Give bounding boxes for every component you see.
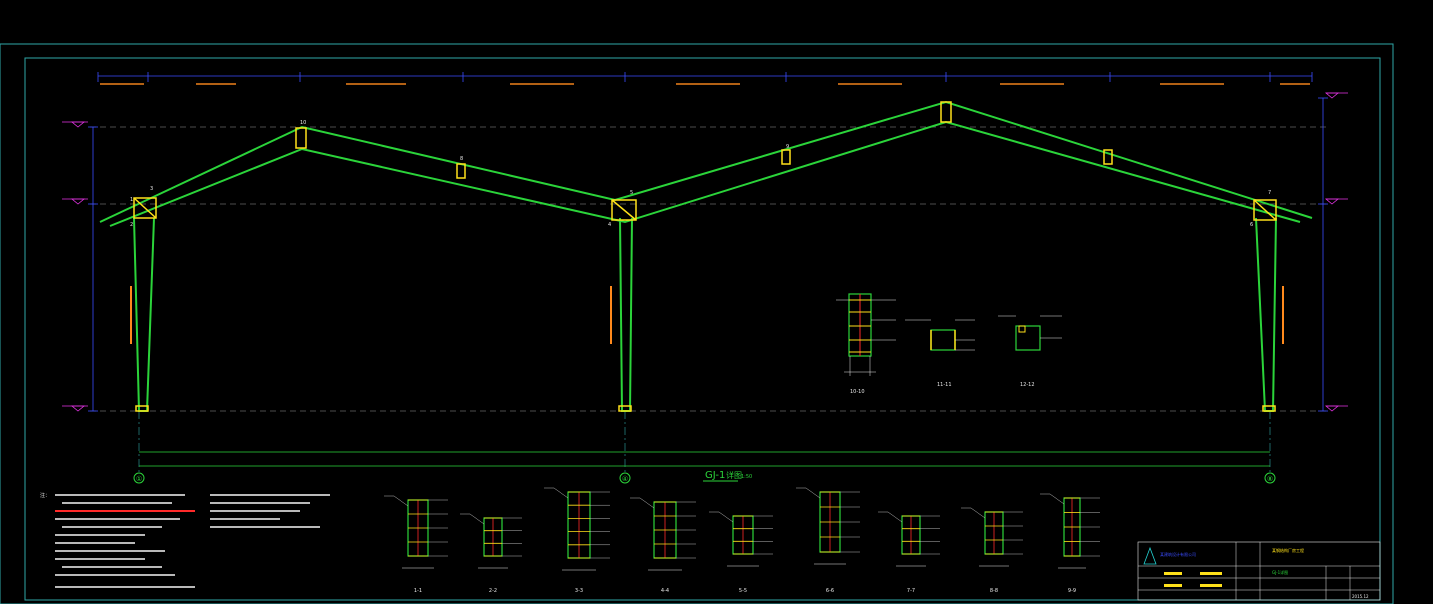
node-label: 3 (150, 186, 153, 192)
node-label: 5 (630, 190, 633, 196)
axis-label-8: ⑧ (1267, 475, 1273, 483)
section-label: 7-7 (907, 588, 915, 594)
node-right-knee (1253, 199, 1277, 221)
axis-bubble-8 (1264, 472, 1276, 484)
section-label: 3-3 (575, 588, 583, 594)
portal-frame (99, 100, 1313, 412)
axis-label-4: ④ (622, 475, 628, 483)
section-label: 4-4 (661, 588, 669, 594)
right-column (1255, 217, 1277, 412)
section-detail-8: 8-8 (961, 507, 1023, 594)
node-ridge-1 (295, 127, 307, 149)
node-middle-knee (611, 199, 637, 221)
section-label: 9-9 (1068, 588, 1076, 594)
left-column (133, 217, 155, 412)
section-detail-4: 4-4 (630, 497, 696, 594)
node-label: 1 (130, 197, 133, 203)
section-detail-7: 7-7 (878, 511, 940, 594)
middle-column (619, 217, 633, 412)
node-splice-1 (456, 163, 466, 179)
drawing-title-suffix: 详图 (726, 470, 742, 480)
node-ridge-2 (940, 101, 952, 123)
elevation-markers (62, 92, 1348, 412)
column-member-label-left (130, 286, 132, 344)
column-member-label-right (1282, 286, 1284, 344)
title-block: 某建筑设计有限公司 某钢结构厂房工程 GJ-1详图 2015.12 (1137, 541, 1381, 601)
node-splice-2 (781, 149, 791, 165)
outer-border (0, 43, 1394, 604)
connection-nodes (133, 101, 1277, 412)
drawing-scale: 1:50 (741, 474, 752, 480)
axis-bubbles (133, 472, 1276, 484)
node-label: 10 (300, 120, 306, 126)
section-label: 1-1 (414, 588, 422, 594)
inner-border (24, 57, 1381, 601)
project-name: 某钢结构厂房工程 (1272, 547, 1304, 553)
section-detail-3: 3-3 (544, 487, 610, 594)
section-detail-1: 1-1 (384, 495, 448, 594)
node-label: 6 (1250, 222, 1253, 228)
detail-10-10: 10-10 (836, 293, 896, 395)
elevation-reference-lines (90, 126, 1330, 412)
section-detail-2: 2-2 (460, 513, 522, 594)
section-detail-6: 6-6 (796, 487, 860, 594)
section-detail-9: 9-9 (1040, 493, 1100, 594)
axis-bubble-4 (619, 472, 631, 484)
node-left-knee (133, 197, 157, 219)
section-detail-5: 5-5 (709, 511, 773, 594)
axis-bubble-1 (133, 472, 145, 484)
axis-lines (138, 411, 1271, 472)
node-label: 7 (1268, 190, 1271, 196)
drawing-name: GJ-1详图 (1272, 569, 1288, 575)
node-splice-3 (1103, 149, 1113, 165)
section-label: 8-8 (990, 588, 998, 594)
section-label: 5-5 (739, 588, 747, 594)
node-label: 4 (608, 222, 611, 228)
section-label: 2-2 (489, 588, 497, 594)
company-name: 某建筑设计有限公司 (1160, 551, 1196, 557)
detail-12-12: 12-12 (998, 315, 1062, 388)
top-dimension-chain (97, 72, 1313, 85)
section-details: 1-1 2-2 3-3 4-4 5-5 6-6 7-7 8-8 9-9 (384, 487, 1100, 594)
detail-label-10-10: 10-10 (850, 389, 865, 395)
column-member-label-middle (610, 286, 612, 344)
node-label: 8 (460, 156, 463, 162)
detail-label-12-12: 12-12 (1020, 382, 1035, 388)
bottom-dimension-chain (139, 451, 1270, 467)
detail-label-11-11: 11-11 (937, 382, 952, 388)
company-logo-icon (1143, 546, 1157, 565)
side-dimensions (88, 97, 1328, 412)
detail-11-11: 11-11 (905, 319, 975, 388)
drawing-date: 2015.12 (1352, 594, 1369, 599)
notes-block: 注： (40, 492, 330, 588)
node-label: 2 (130, 222, 133, 228)
rafter-bottom-chord (109, 120, 1301, 227)
section-label: 6-6 (826, 588, 834, 594)
notes-header: 注： (40, 492, 50, 499)
node-label: 9 (786, 144, 789, 150)
axis-label-1: ① (136, 475, 142, 483)
drawing-title: GJ-1 (705, 470, 725, 481)
